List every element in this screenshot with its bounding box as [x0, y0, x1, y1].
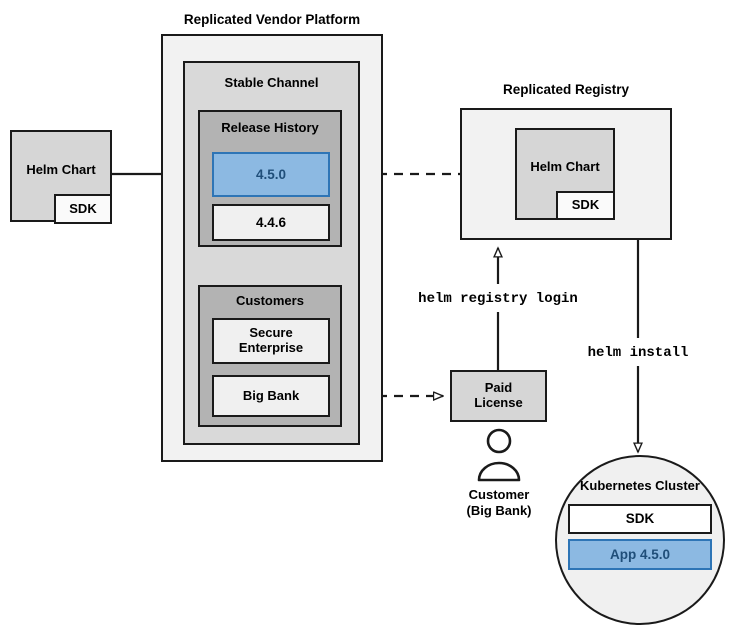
customer-actor-label: Customer (Big Bank) [466, 487, 532, 519]
paid-license-box[interactable]: Paid License [450, 370, 547, 422]
helm-registry-login-command: helm registry login [418, 291, 578, 307]
release-version-label: 4.5.0 [255, 166, 287, 182]
registry-sdk-box[interactable]: SDK [556, 191, 615, 220]
release-version-label: 4.4.6 [255, 214, 287, 230]
customer-entry-big-bank[interactable]: Big Bank [212, 375, 330, 417]
cluster-component-sdk[interactable]: SDK [568, 504, 712, 534]
customer-entry-label: Big Bank [242, 387, 300, 403]
paid-license-label: Paid License [474, 380, 523, 410]
helm-install-command: helm install [587, 345, 689, 361]
vendor-platform-title: Replicated Vendor Platform [183, 12, 361, 27]
release-item-450[interactable]: 4.5.0 [212, 152, 330, 197]
stable-channel-title: Stable Channel [224, 75, 319, 90]
cluster-component-label: App 4.5.0 [609, 546, 671, 562]
source-sdk-box[interactable]: SDK [54, 194, 112, 224]
kubernetes-cluster-title: Kubernetes Cluster [580, 478, 700, 493]
customers-title: Customers [236, 293, 304, 308]
customer-actor [455, 428, 543, 486]
release-item-446[interactable]: 4.4.6 [212, 204, 330, 241]
customer-entry-secure-enterprise[interactable]: Secure Enterprise [212, 318, 330, 364]
registry-title: Replicated Registry [502, 82, 630, 97]
source-helm-chart-label: Helm Chart [26, 161, 96, 177]
customer-entry-label: Secure Enterprise [238, 325, 304, 355]
cluster-component-app[interactable]: App 4.5.0 [568, 539, 712, 570]
cluster-component-label: SDK [625, 511, 655, 527]
registry-sdk-label: SDK [571, 197, 600, 213]
source-sdk-label: SDK [69, 200, 97, 216]
registry-helm-chart-label: Helm Chart [530, 158, 600, 174]
person-icon [477, 428, 521, 482]
release-history-title: Release History [221, 120, 319, 135]
